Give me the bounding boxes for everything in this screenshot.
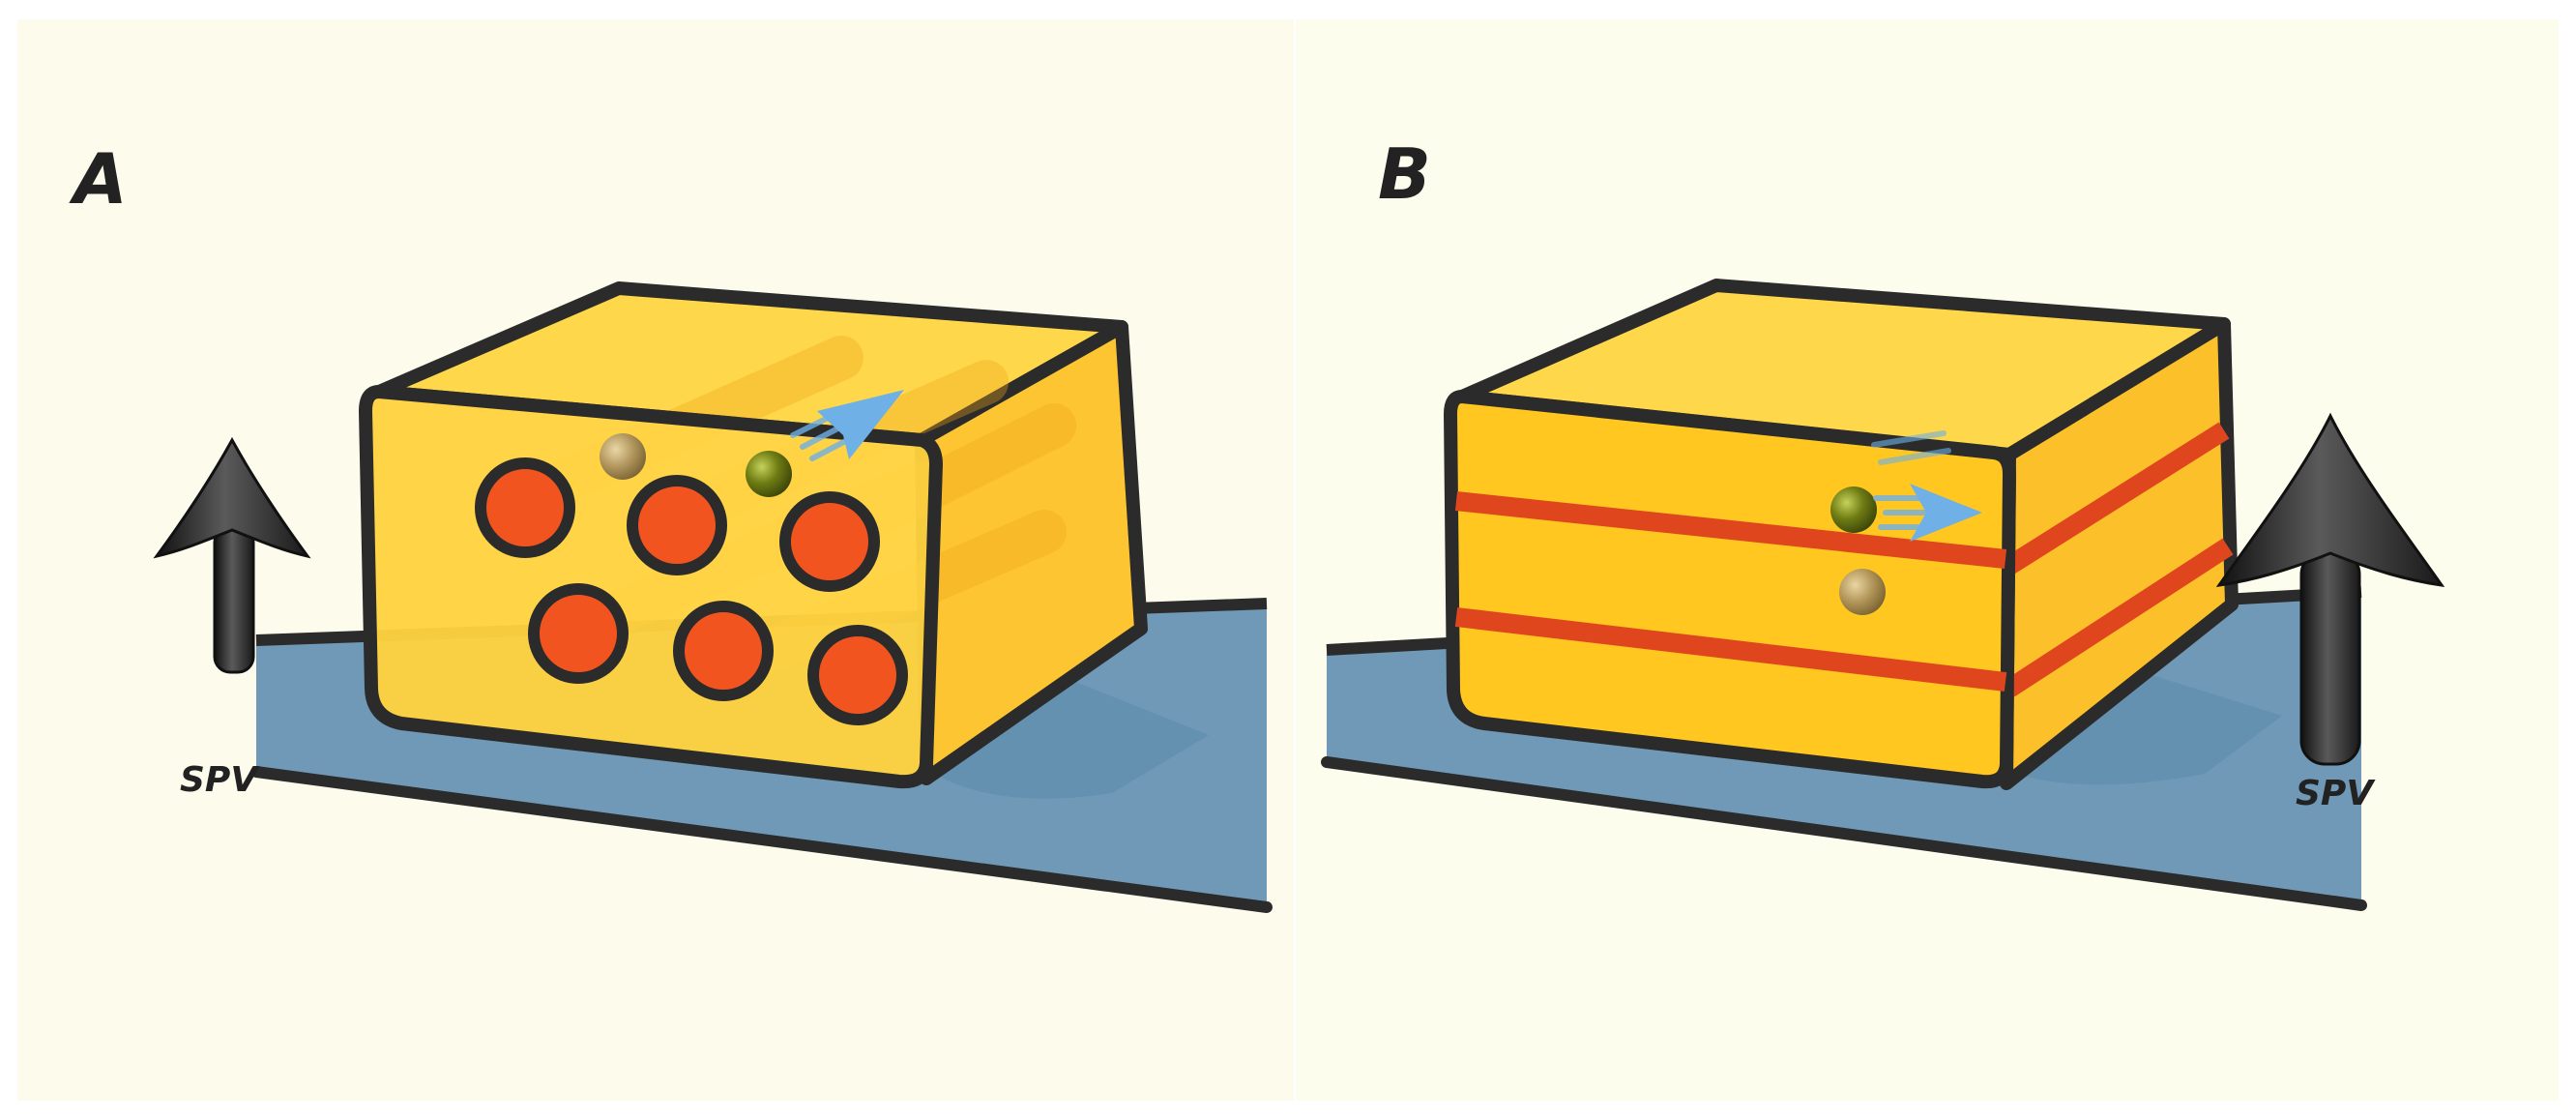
panel-a-particle-green — [746, 451, 792, 497]
panel-b-particle-tan — [1839, 569, 1886, 615]
panel-a-letter: A — [69, 138, 128, 220]
panel-a-spv-arrow: SPV — [153, 436, 311, 800]
panel-a-spv-label: SPV — [180, 760, 260, 800]
pore — [673, 601, 774, 701]
pore — [779, 491, 880, 592]
panel-b: B — [1321, 133, 2445, 911]
panel-b-particle-green — [1830, 486, 1877, 533]
panel-b-layered-box — [1444, 279, 2239, 790]
panel-b-layer-stripes — [1454, 491, 2007, 692]
panel-b-spv-label: SPV — [2296, 774, 2376, 813]
panel-a-mesoporous-box — [359, 281, 1148, 789]
pore — [475, 457, 575, 558]
panel-a: A SPV — [69, 138, 1273, 913]
panel-a-pores — [475, 457, 908, 725]
panel-a-charge-transfer-arrow — [790, 390, 904, 461]
panel-b-spv-arrow: SPV — [2215, 412, 2445, 813]
panel-b-charge-transfer-arrow — [1871, 430, 1982, 542]
pore — [528, 583, 629, 684]
pore — [807, 625, 908, 725]
panel-b-letter: B — [1378, 133, 1431, 215]
panel-a-particle-tan — [600, 433, 646, 480]
pore — [627, 475, 727, 575]
